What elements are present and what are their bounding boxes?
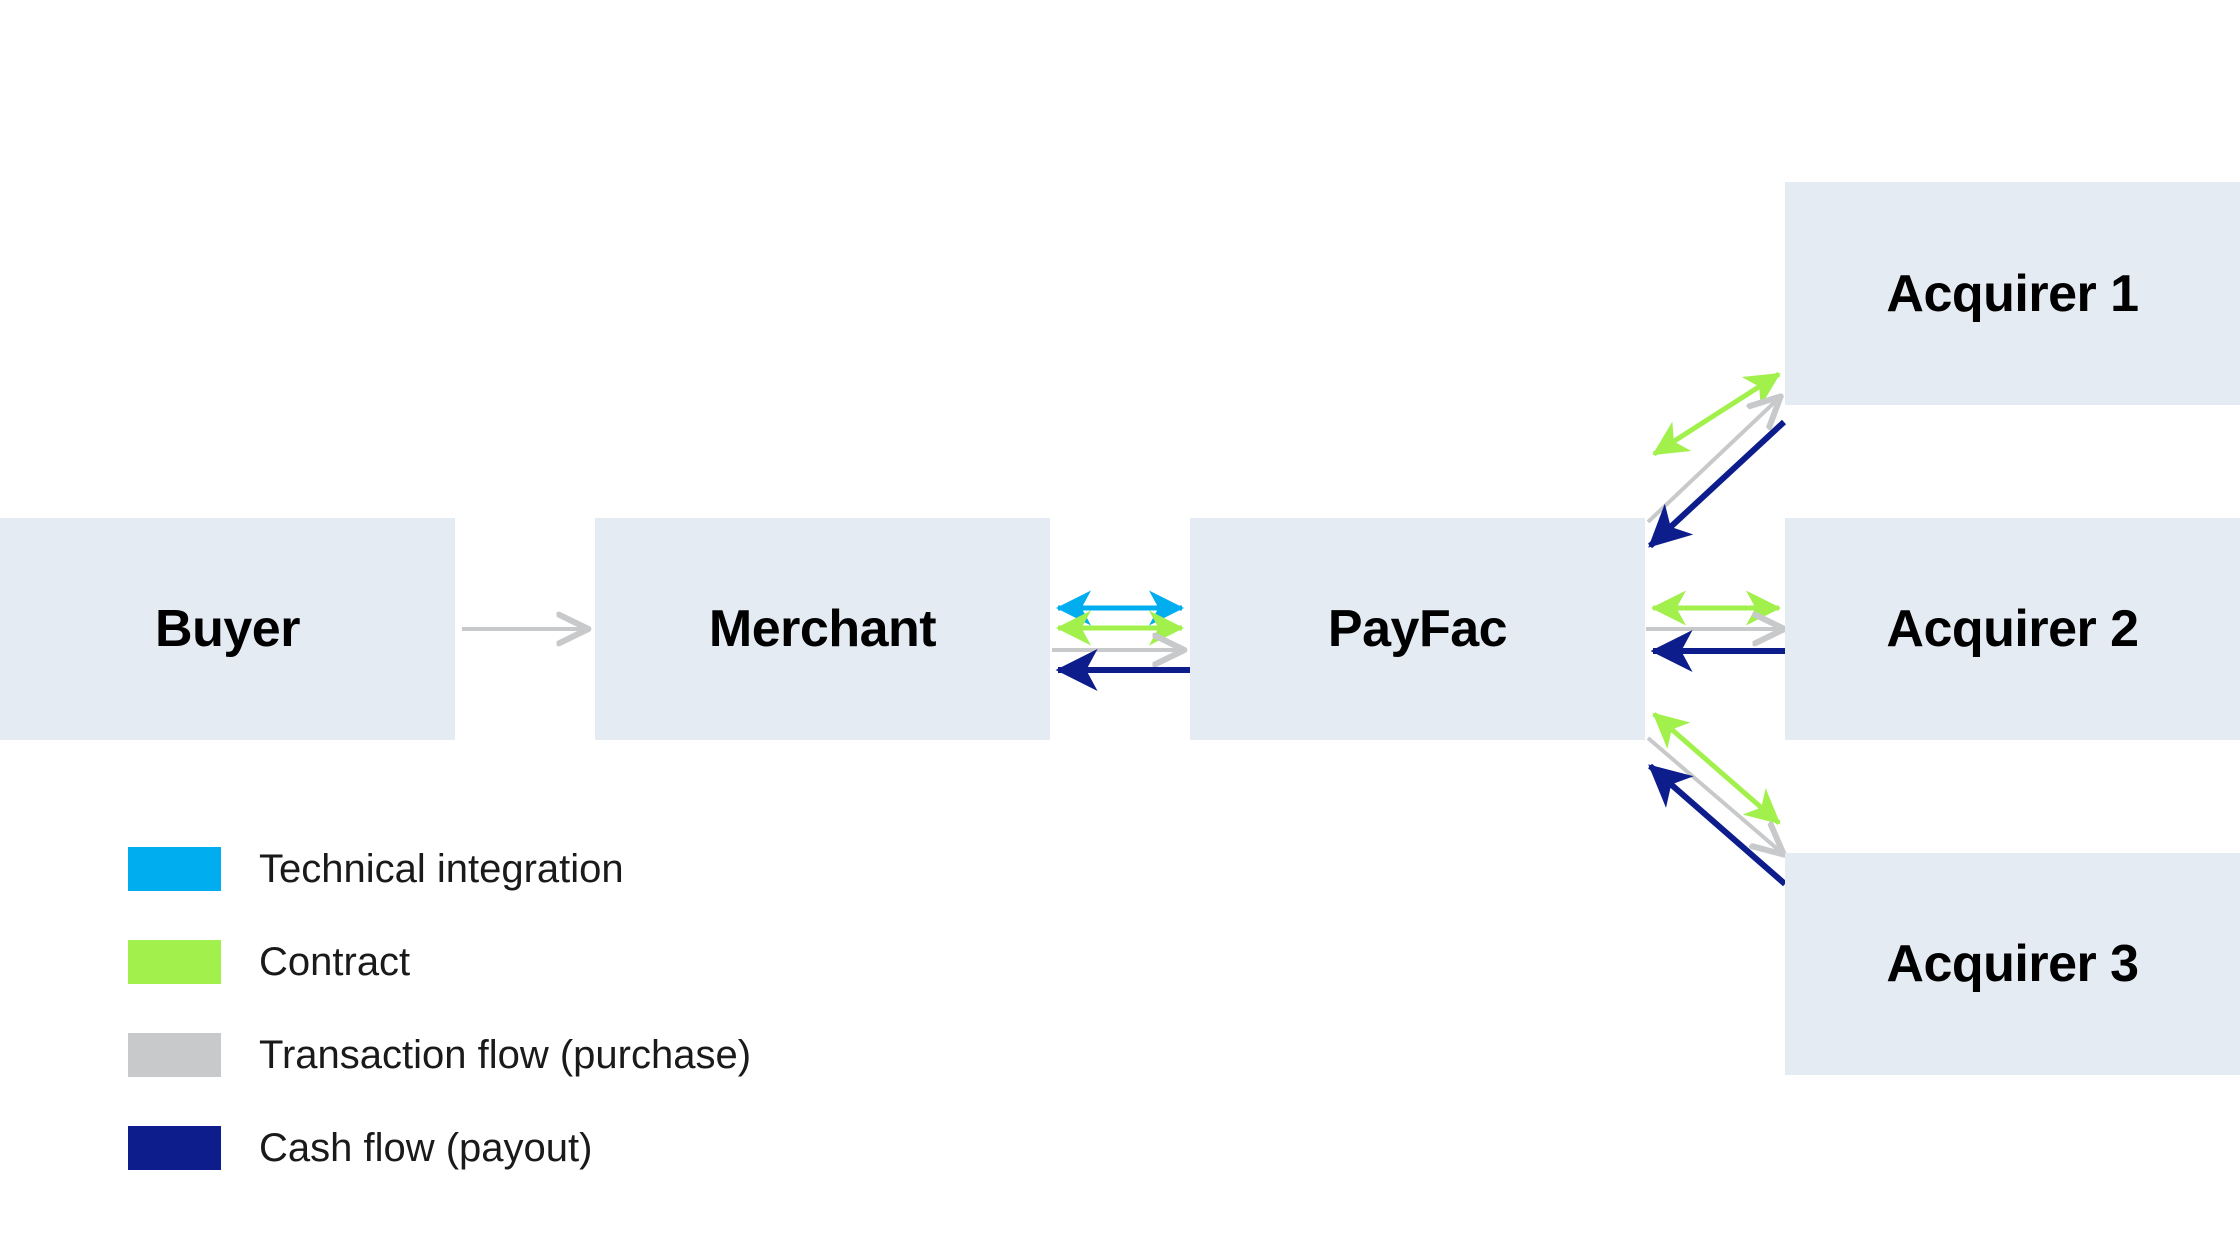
legend-item-contract: Contract	[128, 915, 751, 1008]
node-merchant[interactable]: Merchant	[595, 518, 1050, 740]
legend-label-technical-integration: Technical integration	[259, 846, 624, 891]
legend-item-technical-integration: Technical integration	[128, 822, 751, 915]
edge-payfac-acquirer1-transaction	[1646, 398, 1779, 524]
edge-acquirer3-payfac-cashflow	[1648, 763, 1787, 887]
legend: Technical integration Contract Transacti…	[128, 822, 751, 1194]
node-merchant-label: Merchant	[708, 600, 937, 658]
node-buyer[interactable]: Buyer	[0, 518, 455, 740]
legend-swatch-transaction-flow	[128, 1032, 221, 1077]
edge-payfac-acquirer3-contract	[1652, 712, 1781, 825]
legend-item-transaction-flow: Transaction flow (purchase)	[128, 1008, 751, 1101]
node-acquirer-2-label: Acquirer 2	[1886, 600, 2139, 658]
legend-label-cash-flow: Cash flow (payout)	[259, 1125, 593, 1170]
edge-acquirer1-payfac-cashflow	[1647, 419, 1787, 549]
legend-swatch-contract	[128, 939, 221, 984]
legend-item-cash-flow: Cash flow (payout)	[128, 1101, 751, 1194]
legend-label-transaction-flow: Transaction flow (purchase)	[259, 1032, 752, 1077]
legend-label-contract: Contract	[259, 939, 411, 984]
node-payfac[interactable]: PayFac	[1190, 518, 1645, 740]
node-acquirer-3[interactable]: Acquirer 3	[1785, 853, 2240, 1075]
legend-swatch-cash-flow	[128, 1125, 221, 1170]
node-acquirer-3-label: Acquirer 3	[1886, 935, 2139, 993]
node-buyer-label: Buyer	[155, 600, 300, 658]
node-acquirer-2[interactable]: Acquirer 2	[1785, 518, 2240, 740]
node-acquirer-1-label: Acquirer 1	[1886, 264, 2139, 323]
edge-payfac-acquirer1-contract	[1652, 371, 1781, 457]
legend-swatch-technical-integration	[128, 846, 221, 891]
node-acquirer-1[interactable]: Acquirer 1	[1785, 182, 2240, 405]
edge-payfac-acquirer3-transaction	[1646, 736, 1782, 853]
node-payfac-label: PayFac	[1327, 600, 1508, 658]
